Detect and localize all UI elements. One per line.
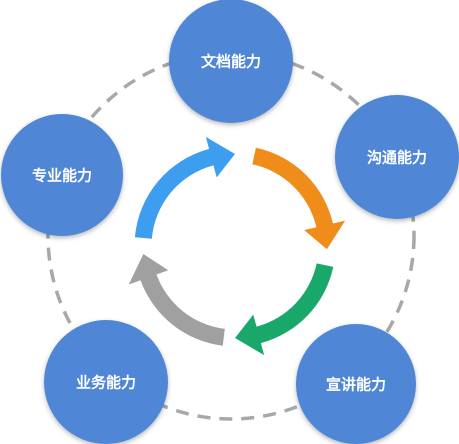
- node-label: 专业能力: [32, 167, 92, 185]
- arrow-gray: [128, 254, 225, 346]
- node-label: 宣讲能力: [326, 376, 386, 394]
- node-circle: [335, 95, 459, 219]
- node-communication: 沟通能力: [335, 95, 459, 219]
- node-circle: [44, 320, 168, 444]
- node-circle: [1, 114, 123, 236]
- cycle-arrows: [128, 136, 346, 356]
- node-circle: [296, 324, 416, 444]
- node-professional: 专业能力: [1, 114, 123, 236]
- node-label: 沟通能力: [367, 149, 427, 167]
- node-document: 文档能力: [169, 0, 293, 123]
- arrow-green: [235, 263, 334, 356]
- node-business: 业务能力: [44, 320, 168, 444]
- node-label: 业务能力: [76, 374, 136, 392]
- node-presentation: 宣讲能力: [296, 324, 416, 444]
- arrow-blue: [134, 136, 235, 239]
- node-circle: [169, 0, 293, 123]
- arrow-orange: [252, 147, 346, 250]
- node-label: 文档能力: [201, 53, 261, 71]
